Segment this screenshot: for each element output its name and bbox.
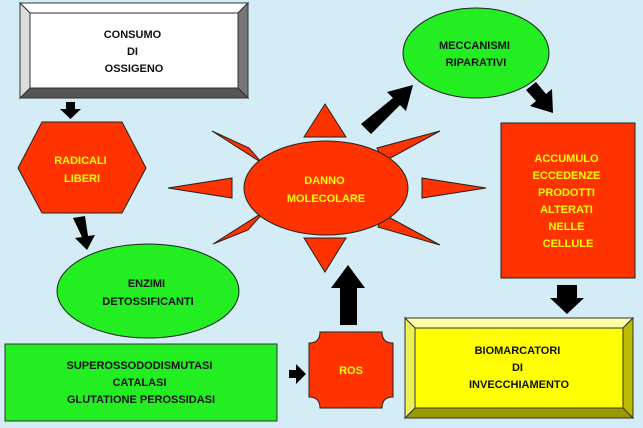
- consumo-line: DI: [127, 46, 138, 58]
- node-superosso-label: SUPEROSSODODISMUTASI CATALASI GLUTATIONE…: [67, 360, 216, 406]
- arrow-danno-to-meccanismi: [361, 85, 413, 134]
- biomarcatori-line: INVECCHIAMENTO: [469, 379, 569, 391]
- radicali-line: RADICALI: [54, 155, 107, 167]
- accumulo-line: NELLE: [548, 221, 584, 233]
- arrow-superosso-to-ros: [289, 364, 306, 384]
- node-meccanismi-label: MECCANISMI RIPARATIVI: [439, 40, 513, 69]
- node-ros-plaque: ROS: [308, 331, 394, 409]
- sun-ray: [167, 177, 233, 199]
- consumo-line: OSSIGENO: [105, 63, 164, 75]
- node-accumulo-box: ACCUMULO ECCEDENZE PRODOTTI ALTERATI NEL…: [500, 122, 636, 279]
- sun-ray: [211, 130, 263, 164]
- accumulo-line: PRODOTTI: [538, 187, 595, 199]
- node-ros-label: ROS: [339, 365, 363, 377]
- node-enzimi-ellipse: ENZIMI DETOSSIFICANTI: [56, 243, 240, 339]
- arrow-ros-to-danno: [331, 265, 365, 325]
- node-radicali-label: RADICALI LIBERI: [54, 155, 110, 185]
- node-radicali-hexagon: RADICALI LIBERI: [17, 121, 147, 214]
- sun-ray: [421, 177, 487, 199]
- accumulo-line: ECCEDENZE: [533, 170, 601, 182]
- accumulo-line: ACCUMULO: [534, 153, 599, 165]
- superosso-line: CATALASI: [112, 377, 166, 389]
- node-consumo-label: CONSUMO DI OSSIGENO: [104, 29, 165, 75]
- ros-line: ROS: [339, 365, 363, 377]
- enzimi-line: DETOSSIFICANTI: [102, 296, 193, 308]
- danno-sun-rays: [167, 103, 487, 273]
- sun-ray: [212, 210, 266, 245]
- enzimi-line: ENZIMI: [128, 278, 165, 290]
- arrow-consumo-to-radicali: [60, 102, 81, 119]
- superosso-line: GLUTATIONE PEROSSIDASI: [67, 394, 215, 406]
- arrow-radicali-to-enzimi: [73, 216, 95, 250]
- sun-ray: [303, 237, 347, 273]
- node-biomarcatori-label: BIOMARCATORI DI INVECCHIAMENTO: [469, 345, 569, 391]
- danno-line: MOLECOLARE: [287, 193, 365, 205]
- node-superosso-box: SUPEROSSODODISMUTASI CATALASI GLUTATIONE…: [4, 343, 278, 422]
- node-accumulo-label: ACCUMULO ECCEDENZE PRODOTTI ALTERATI NEL…: [533, 153, 604, 250]
- node-enzimi-label: ENZIMI DETOSSIFICANTI: [102, 278, 193, 308]
- arrow-accumulo-to-biomarcatori: [550, 285, 584, 314]
- meccanismi-line: RIPARATIVI: [446, 57, 507, 69]
- sun-ray: [303, 103, 347, 138]
- node-danno-label: DANNO MOLECOLARE: [287, 175, 365, 205]
- biomarcatori-line: DI: [512, 362, 523, 374]
- node-meccanismi-ellipse: MECCANISMI RIPARATIVI: [402, 7, 550, 99]
- accumulo-line: ALTERATI: [540, 204, 593, 216]
- consumo-line: CONSUMO: [104, 29, 162, 41]
- superosso-line: SUPEROSSODODISMUTASI: [67, 360, 213, 372]
- danno-line: DANNO: [304, 175, 345, 187]
- node-consumo-box: CONSUMO DI OSSIGENO: [18, 1, 250, 100]
- radicali-line: LIBERI: [64, 173, 100, 185]
- biomarcatori-line: BIOMARCATORI: [475, 345, 561, 357]
- meccanismi-line: MECCANISMI: [439, 40, 510, 52]
- accumulo-line: CELLULE: [543, 238, 594, 250]
- node-biomarcatori-box: BIOMARCATORI DI INVECCHIAMENTO: [403, 316, 635, 420]
- arrow-meccanismi-to-accumulo: [526, 82, 553, 113]
- node-danno-ellipse: DANNO MOLECOLARE: [243, 140, 409, 236]
